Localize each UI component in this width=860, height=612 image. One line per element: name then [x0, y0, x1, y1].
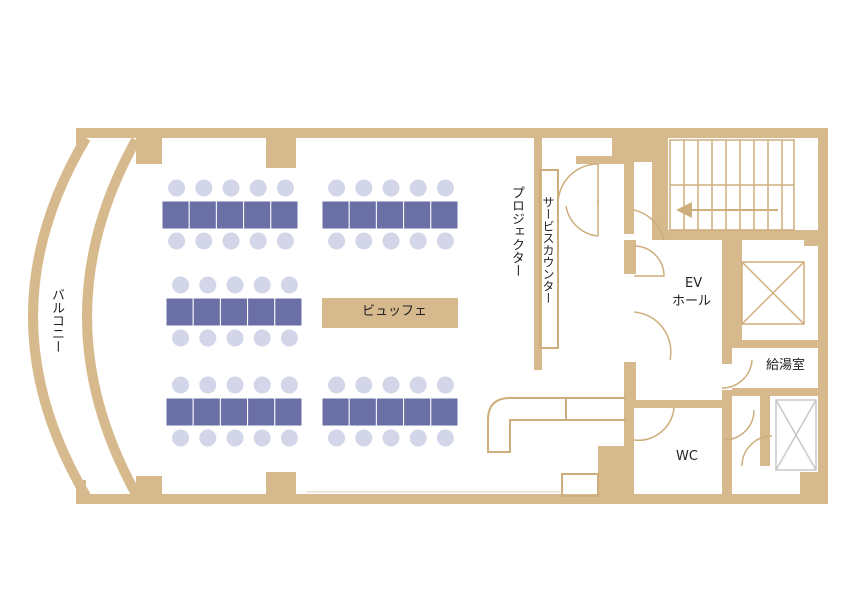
table	[219, 297, 249, 327]
chair	[280, 329, 298, 347]
chair	[168, 232, 186, 250]
table	[192, 397, 221, 427]
service-counter-label: サービスカウンター	[541, 196, 555, 304]
table	[375, 397, 405, 427]
kitchenette-label: 給湯室	[766, 358, 806, 373]
balcony-wall	[28, 135, 141, 499]
table	[321, 397, 350, 427]
projector-label: プロジェクター	[509, 186, 524, 277]
chair	[226, 376, 244, 394]
table-group-right-bottom	[321, 376, 459, 447]
chair	[172, 429, 190, 447]
table-group-right-top	[321, 179, 459, 250]
chair	[436, 376, 454, 394]
ev-hall-label-line2: ホール	[672, 294, 712, 309]
chair	[409, 179, 427, 197]
chair	[355, 429, 373, 447]
table	[215, 200, 245, 230]
chair	[195, 232, 213, 250]
table	[247, 297, 276, 327]
buffet-table	[322, 298, 458, 328]
chair	[222, 232, 240, 250]
stairs-icon	[669, 139, 795, 231]
balcony-label: バルコニー	[49, 288, 64, 353]
table	[348, 397, 377, 427]
table	[243, 200, 272, 230]
chair	[328, 429, 346, 447]
chair	[195, 179, 213, 197]
chair	[382, 179, 400, 197]
chair	[253, 429, 271, 447]
chair	[222, 179, 240, 197]
chair	[199, 329, 217, 347]
chair	[253, 276, 271, 294]
chair	[199, 429, 217, 447]
ev-hall-label-line1: EV	[685, 276, 703, 291]
chair	[276, 232, 294, 250]
chair	[280, 276, 298, 294]
arrow-left-icon	[676, 202, 778, 218]
chair	[172, 376, 190, 394]
chair	[253, 376, 271, 394]
table	[192, 297, 221, 327]
chair	[249, 179, 267, 197]
interior-walls	[534, 138, 828, 502]
chair	[172, 329, 190, 347]
table	[219, 397, 249, 427]
table-groups	[161, 179, 459, 447]
chair	[226, 276, 244, 294]
table	[348, 200, 377, 230]
chair	[355, 232, 373, 250]
chair	[226, 329, 244, 347]
table	[161, 200, 190, 230]
table	[165, 397, 194, 427]
table	[430, 397, 459, 427]
chair	[382, 232, 400, 250]
chair	[199, 276, 217, 294]
table	[247, 397, 276, 427]
chair	[355, 179, 373, 197]
table	[403, 200, 432, 230]
chair	[168, 179, 186, 197]
table	[375, 200, 405, 230]
table	[188, 200, 217, 230]
chair	[409, 429, 427, 447]
table	[321, 200, 350, 230]
table	[274, 297, 303, 327]
table	[270, 200, 299, 230]
chair	[249, 232, 267, 250]
chair	[355, 376, 373, 394]
chair	[436, 179, 454, 197]
buffet-label: ビュッフェ	[362, 304, 428, 319]
chair	[280, 376, 298, 394]
chair	[409, 232, 427, 250]
service-counter	[487, 169, 626, 497]
fixture-box	[775, 399, 817, 471]
chair	[172, 276, 190, 294]
chair	[199, 376, 217, 394]
table-group-left-middle	[165, 276, 303, 347]
chair	[382, 429, 400, 447]
chair	[328, 376, 346, 394]
chair	[328, 232, 346, 250]
chair	[253, 329, 271, 347]
chair	[280, 429, 298, 447]
table-group-left-bottom	[165, 376, 303, 447]
chair	[276, 179, 294, 197]
table-group-left-top	[161, 179, 299, 250]
wc-label: WC	[676, 449, 698, 464]
chair	[436, 232, 454, 250]
table	[274, 397, 303, 427]
chair	[382, 376, 400, 394]
table	[403, 397, 432, 427]
chair	[226, 429, 244, 447]
table	[430, 200, 459, 230]
chair	[409, 376, 427, 394]
table	[165, 297, 194, 327]
chair	[328, 179, 346, 197]
chair	[436, 429, 454, 447]
elevator-icon	[741, 261, 805, 325]
door-swing-icon	[557, 163, 773, 467]
